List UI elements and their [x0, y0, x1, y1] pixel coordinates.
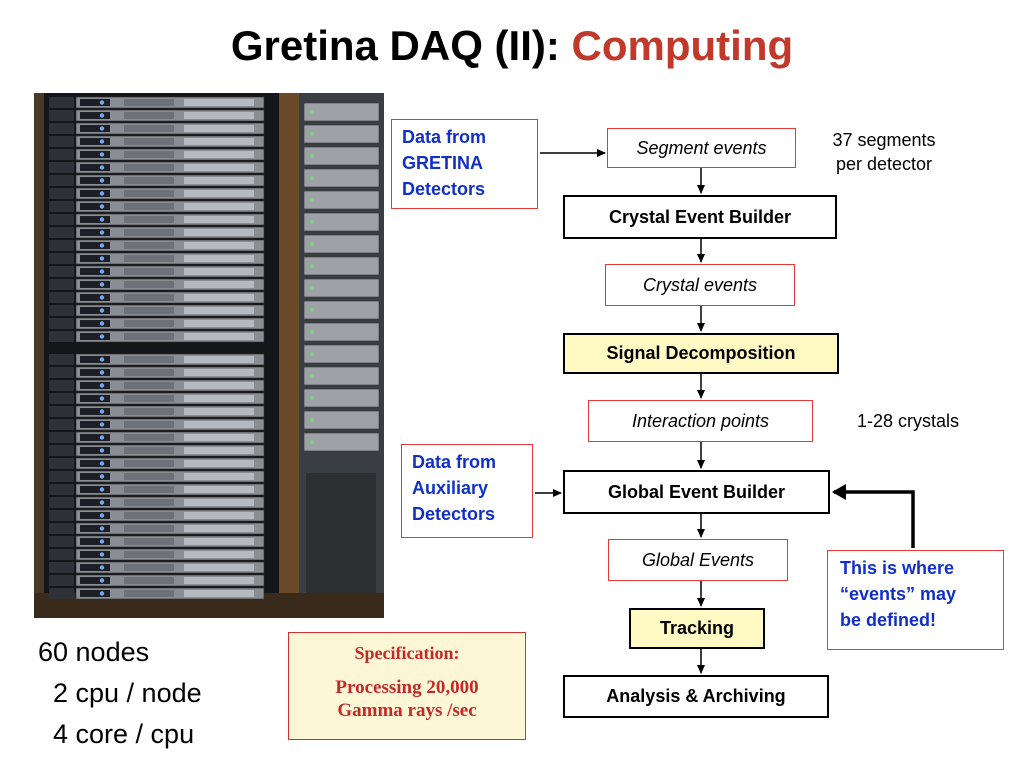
side-rack-unit [303, 234, 380, 254]
rack-server-unit [49, 291, 265, 304]
rack-server-unit [49, 379, 265, 392]
events-defined-line-3: be defined! [840, 610, 937, 630]
specification-box: Specification: Processing 20,000 Gamma r… [288, 632, 526, 740]
side-rack-unit [303, 322, 380, 342]
side-rack-unit [303, 432, 380, 452]
side-rack-unit [303, 366, 380, 386]
global-event-builder-box: Global Event Builder [563, 470, 830, 514]
rack-server-unit [49, 418, 265, 431]
gretina-source-line-2: GRETINA [402, 153, 483, 173]
rack-server-unit [49, 252, 265, 265]
rack-server-unit [49, 483, 265, 496]
auxiliary-source-box: Data from Auxiliary Detectors [401, 444, 533, 538]
rack-server-unit [49, 317, 265, 330]
auxiliary-source-line-3: Detectors [412, 504, 496, 524]
gretina-source-line-3: Detectors [402, 179, 486, 199]
interaction-points-box: Interaction points [588, 400, 813, 442]
rack-server-unit [49, 470, 265, 483]
crystals-note: 1-28 crystals [856, 411, 960, 431]
side-rack-unit [303, 388, 380, 408]
side-rack-unit [303, 344, 380, 364]
specification-heading: Specification: [354, 643, 460, 663]
rack-server-unit [49, 587, 265, 600]
rack-server-unit [49, 109, 265, 122]
rack-server-unit [49, 122, 265, 135]
specification-line-1: Processing 20,000 [335, 677, 479, 698]
rack-server-unit [49, 535, 265, 548]
gretina-source-line-1: Data from [402, 127, 487, 147]
arrow-note-to-global-builder [834, 490, 915, 548]
segments-note-line-2: per detector [835, 154, 933, 174]
rack-server-unit [49, 548, 265, 561]
events-defined-note-box: This is where “events” may be defined! [827, 550, 1004, 650]
rack-server-unit [49, 187, 265, 200]
side-rack-unit [303, 168, 380, 188]
rack-server-unit [49, 574, 265, 587]
global-events-box: Global Events [608, 539, 788, 581]
side-rack-unit [303, 124, 380, 144]
rack-server-unit [49, 174, 265, 187]
core-per-cpu: 4 core / cpu [38, 719, 195, 749]
crystal-events-box: Crystal events [605, 264, 795, 306]
crystal-event-builder-box: Crystal Event Builder [563, 195, 837, 239]
signal-decomposition-box: Signal Decomposition [563, 333, 839, 374]
rack-server-unit [49, 200, 265, 213]
gretina-source-box: Data from GRETINA Detectors [391, 119, 538, 209]
side-rack-unit [303, 410, 380, 430]
rack-server-unit [49, 265, 265, 278]
events-defined-line-2: “events” may [840, 584, 957, 604]
rack-server-unit [49, 304, 265, 317]
title-main: Gretina DAQ (II): [230, 22, 572, 69]
side-rack-unit [303, 256, 380, 276]
rack-server-unit [49, 509, 265, 522]
rack-server-unit [49, 366, 265, 379]
rack-server-unit [49, 239, 265, 252]
rack-server-unit [49, 213, 265, 226]
rack-server-unit [49, 96, 265, 109]
side-rack-unit [303, 190, 380, 210]
auxiliary-source-line-2: Auxiliary [412, 478, 489, 498]
specification-line-2: Gamma rays /sec [337, 700, 477, 721]
side-rack-unit [303, 300, 380, 320]
nodes-count: 60 nodes [38, 637, 150, 667]
rack-server-unit [49, 161, 265, 174]
rack-server-unit [49, 522, 265, 535]
nodes-spec-list: 60 nodes 2 cpu / node 4 core / cpu [38, 632, 202, 755]
rack-server-unit [49, 135, 265, 148]
auxiliary-source-line-1: Data from [412, 452, 497, 472]
rack-server-unit [49, 431, 265, 444]
segment-events-box: Segment events [607, 128, 796, 168]
rack-server-unit [49, 405, 265, 418]
segments-note: 37 segments per detector [812, 128, 956, 176]
rack-server-unit [49, 278, 265, 291]
rack-server-unit [49, 561, 265, 574]
rack-server-unit [49, 392, 265, 405]
rack-server-unit [49, 148, 265, 161]
events-defined-line-1: This is where [840, 558, 955, 578]
side-rack-unit [303, 146, 380, 166]
server-rack-photo [34, 93, 384, 618]
analysis-archiving-box: Analysis & Archiving [563, 675, 829, 718]
side-rack-unit [303, 212, 380, 232]
tracking-box: Tracking [629, 608, 765, 649]
rack-server-unit [49, 330, 265, 343]
segments-note-line-1: 37 segments [832, 130, 936, 150]
rack-server-unit [49, 444, 265, 457]
side-rack-unit [303, 102, 380, 122]
rack-server-unit [49, 457, 265, 470]
cpu-per-node: 2 cpu / node [38, 678, 202, 708]
rack-server-unit [49, 496, 265, 509]
rack-server-unit [49, 353, 265, 366]
rack-server-unit [49, 226, 265, 239]
title-accent: Computing [571, 22, 794, 69]
side-rack-unit [303, 278, 380, 298]
slide-title: Gretina DAQ (II): Computing [0, 22, 1024, 70]
